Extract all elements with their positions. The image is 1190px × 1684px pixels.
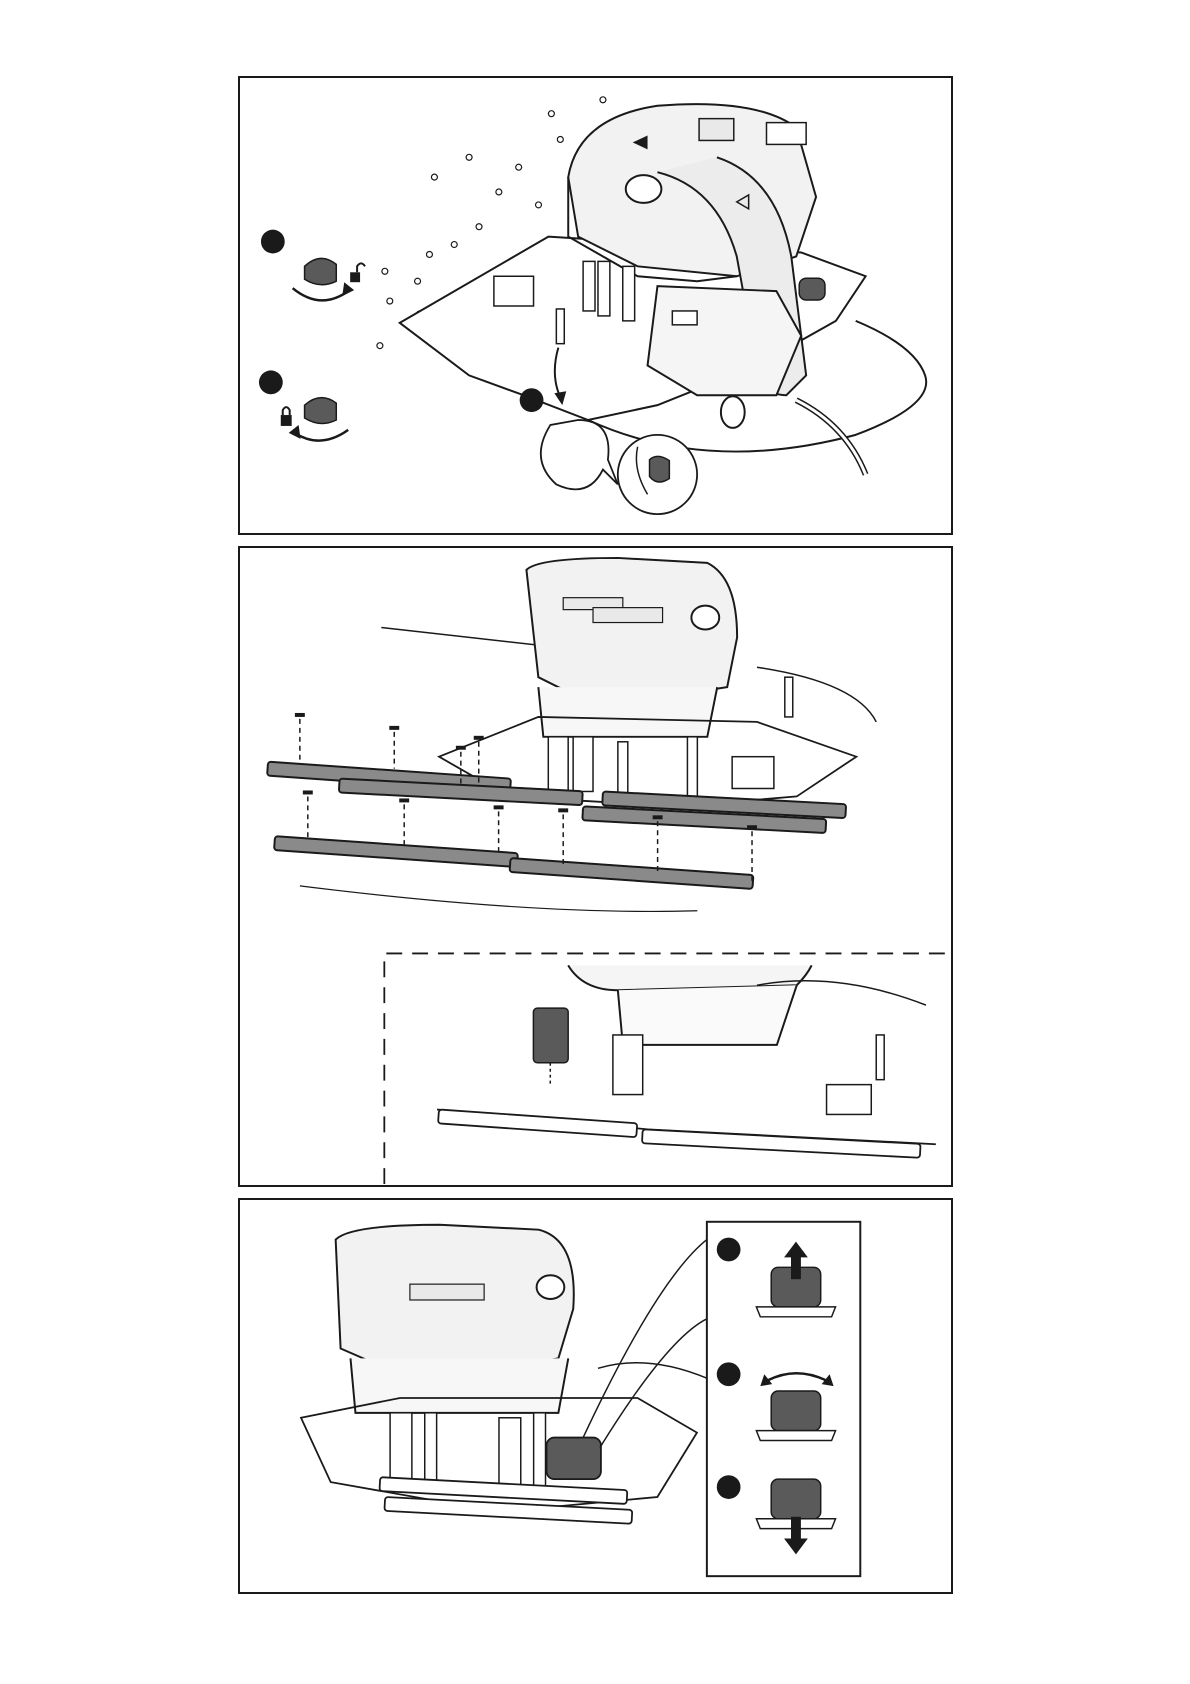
stop-block-lowered: [771, 1479, 820, 1519]
step-marker-2: [717, 1362, 741, 1386]
step-marker-1: [717, 1238, 741, 1262]
step-marker-2: [259, 370, 283, 394]
unlock-icon: [350, 263, 365, 282]
rail-stop-pin: [533, 1008, 568, 1063]
detail-inset: [437, 965, 936, 1157]
side-lock-knob: [799, 278, 825, 300]
lock-icon: [281, 407, 292, 426]
router-mounting-illustration: [240, 78, 951, 533]
lock-knob-icon: [289, 398, 348, 441]
unlock-knob-icon: [293, 258, 354, 300]
instruction-panel-2: [238, 546, 953, 1187]
step-marker-1: [261, 230, 285, 254]
guide-rails-illustration: [240, 548, 951, 1185]
rail-stop-block: [547, 1438, 601, 1480]
stop-block-rotate: [771, 1391, 820, 1431]
detail-bubble: [541, 420, 618, 489]
instruction-panel-1: [238, 76, 953, 535]
step-marker-3: [520, 388, 544, 412]
instruction-panel-3: [238, 1198, 953, 1594]
stop-block: [494, 276, 534, 306]
step-marker-3: [717, 1475, 741, 1499]
stop-adjustment-illustration: [240, 1200, 951, 1592]
router-body: [336, 1225, 574, 1492]
detail-zoom: [618, 435, 697, 514]
router-body: [526, 558, 737, 801]
